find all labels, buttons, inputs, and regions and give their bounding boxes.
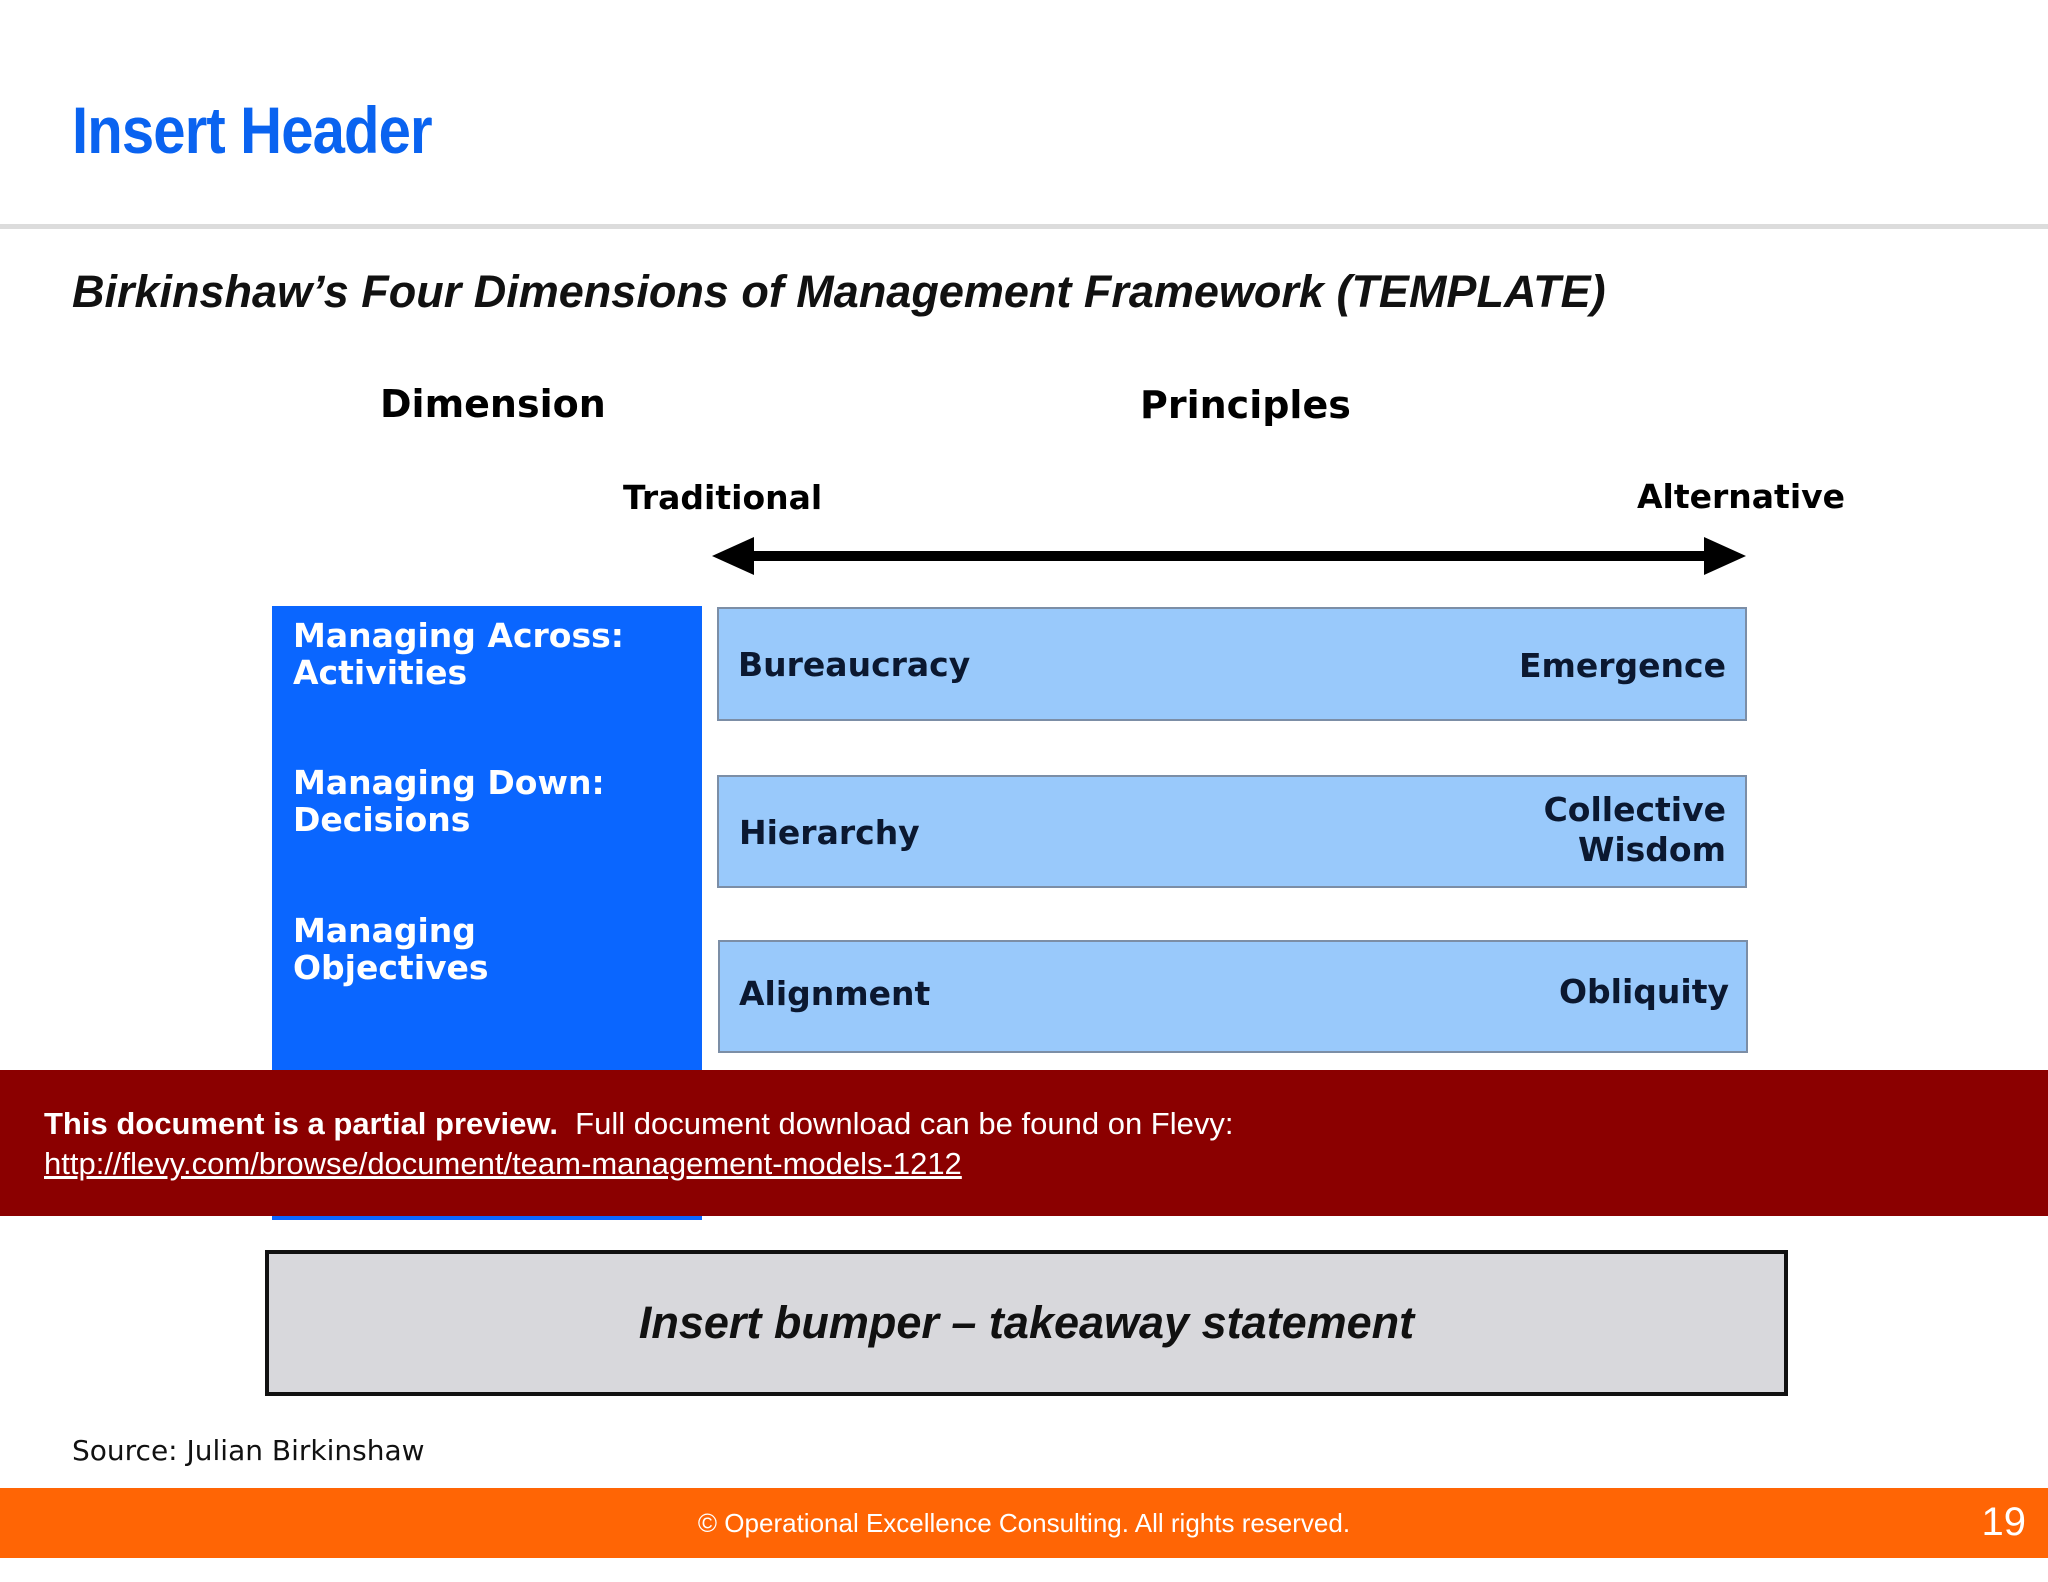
preview-message: This document is a partial preview. Full… bbox=[44, 1104, 1233, 1184]
principles-column-heading: Principles bbox=[1140, 383, 1351, 427]
bumper-statement: Insert bumper – takeaway statement bbox=[638, 1297, 1415, 1348]
slide-subtitle: Birkinshaw’s Four Dimensions of Manageme… bbox=[72, 266, 1606, 317]
principle-bar-objectives bbox=[718, 940, 1748, 1053]
principle-bar-decisions bbox=[717, 775, 1747, 888]
preview-banner bbox=[0, 1070, 2048, 1216]
dimension-label-decisions: Managing Down:Decisions bbox=[293, 763, 605, 839]
principle-traditional-objectives: Alignment bbox=[739, 974, 931, 1013]
principle-traditional-decisions: Hierarchy bbox=[739, 813, 920, 852]
double-headed-arrow-icon bbox=[712, 537, 1746, 575]
footer-copyright: © Operational Excellence Consulting. All… bbox=[697, 1508, 1351, 1538]
flevy-document-link[interactable]: http://flevy.com/browse/document/team-ma… bbox=[44, 1146, 962, 1181]
footer-bar bbox=[0, 1488, 2048, 1558]
traditional-label: Traditional bbox=[623, 478, 823, 517]
dimension-label-activities: Managing Across:Activities bbox=[293, 616, 624, 692]
principle-traditional-activities: Bureaucracy bbox=[738, 645, 971, 684]
source-note: Source: Julian Birkinshaw bbox=[72, 1434, 425, 1467]
principle-alternative-activities: Emergence bbox=[1518, 646, 1726, 685]
preview-text: Full document download can be found on F… bbox=[575, 1106, 1234, 1141]
header-divider bbox=[0, 224, 2048, 229]
dimension-column-heading: Dimension bbox=[380, 382, 606, 426]
principle-alternative-objectives: Obliquity bbox=[1558, 972, 1729, 1011]
principle-bar-activities bbox=[717, 607, 1747, 721]
page-number: 19 bbox=[1981, 1500, 2027, 1544]
alternative-label: Alternative bbox=[1637, 477, 1846, 516]
preview-bold-text: This document is a partial preview. bbox=[44, 1106, 558, 1141]
bumper-box: Insert bumper – takeaway statement bbox=[265, 1250, 1788, 1396]
page-title: Insert Header bbox=[72, 93, 433, 167]
